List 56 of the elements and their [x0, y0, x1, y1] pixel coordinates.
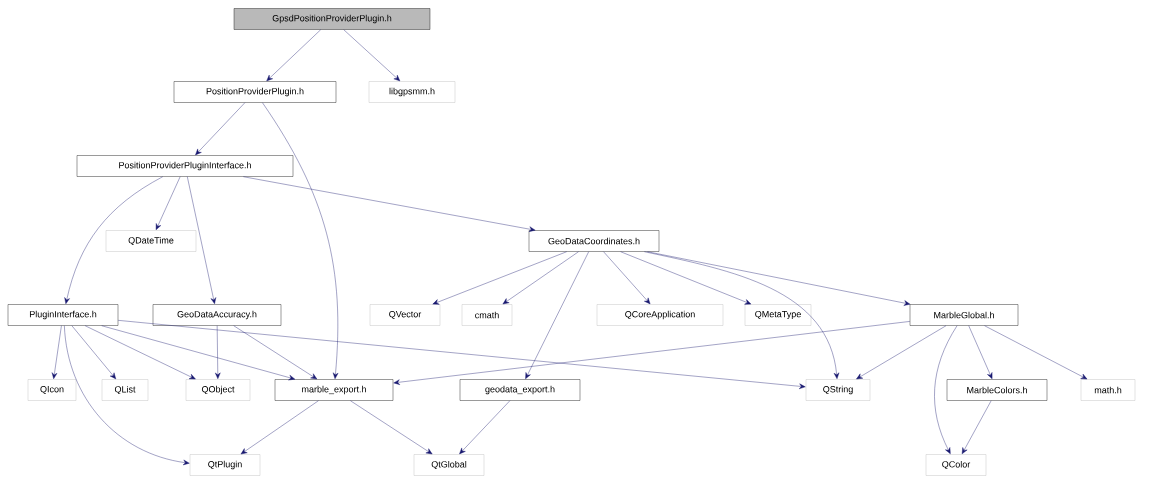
arrow: [968, 325, 993, 380]
arrow: [215, 325, 221, 379]
header-box: PositionProviderPlugin.h: [173, 81, 337, 103]
arrow: [195, 102, 246, 156]
header-box: marble_export.h: [274, 379, 394, 401]
arrow: [603, 251, 651, 305]
header-box: PositionProviderPluginInterface.h: [76, 155, 294, 177]
header-box: cmath: [461, 304, 513, 326]
arrow: [350, 400, 433, 455]
arrow: [343, 29, 401, 82]
header-box: MarbleGlobal.h: [909, 304, 1019, 326]
header-box: QList: [101, 379, 149, 401]
header-box: QtGlobal: [413, 454, 485, 476]
arrow: [432, 251, 567, 305]
header-box: geodata_export.h: [459, 379, 581, 401]
arrow: [266, 29, 321, 82]
arrow: [71, 325, 117, 380]
arrow: [155, 176, 181, 231]
arrow: [51, 325, 62, 379]
arrow: [393, 321, 910, 385]
header-box: MarbleColors.h: [946, 379, 1048, 401]
arrow: [856, 325, 947, 380]
arrow: [525, 251, 589, 380]
arrow: [64, 325, 190, 466]
arrow: [961, 400, 992, 455]
header-box: PluginInterface.h: [7, 304, 119, 326]
arrow: [64, 176, 163, 304]
header-box: QDateTime: [105, 230, 197, 252]
header-box: QObject: [185, 379, 251, 401]
arrow: [243, 176, 536, 232]
arrow: [187, 176, 217, 304]
arrow: [502, 251, 579, 305]
arrow: [233, 325, 318, 380]
header-box: libgpsmm.h: [368, 81, 456, 103]
header-box: QCoreApplication: [596, 304, 724, 326]
arrow: [84, 325, 196, 380]
arrow: [262, 102, 339, 379]
arrow: [101, 325, 296, 381]
arrow: [459, 400, 511, 455]
header-box: math.h: [1080, 379, 1136, 401]
arrow: [644, 251, 840, 379]
arrow: [118, 320, 806, 389]
arrow: [984, 325, 1088, 380]
header-box: GpsdPositionProviderPlugin.h: [233, 8, 431, 30]
arrow: [934, 325, 958, 455]
header-box: GeoDataCoordinates.h: [528, 230, 660, 252]
header-box: QString: [805, 379, 871, 401]
header-box: QColor: [925, 454, 987, 476]
header-box: QMetaType: [744, 304, 812, 326]
header-box: GeoDataAccuracy.h: [152, 304, 282, 326]
arrow: [240, 400, 319, 455]
header-box: QIcon: [27, 379, 77, 401]
arrow: [620, 251, 752, 305]
header-box: QVector: [369, 304, 441, 326]
arrow: [647, 251, 911, 306]
header-box: QtPlugin: [189, 454, 261, 476]
